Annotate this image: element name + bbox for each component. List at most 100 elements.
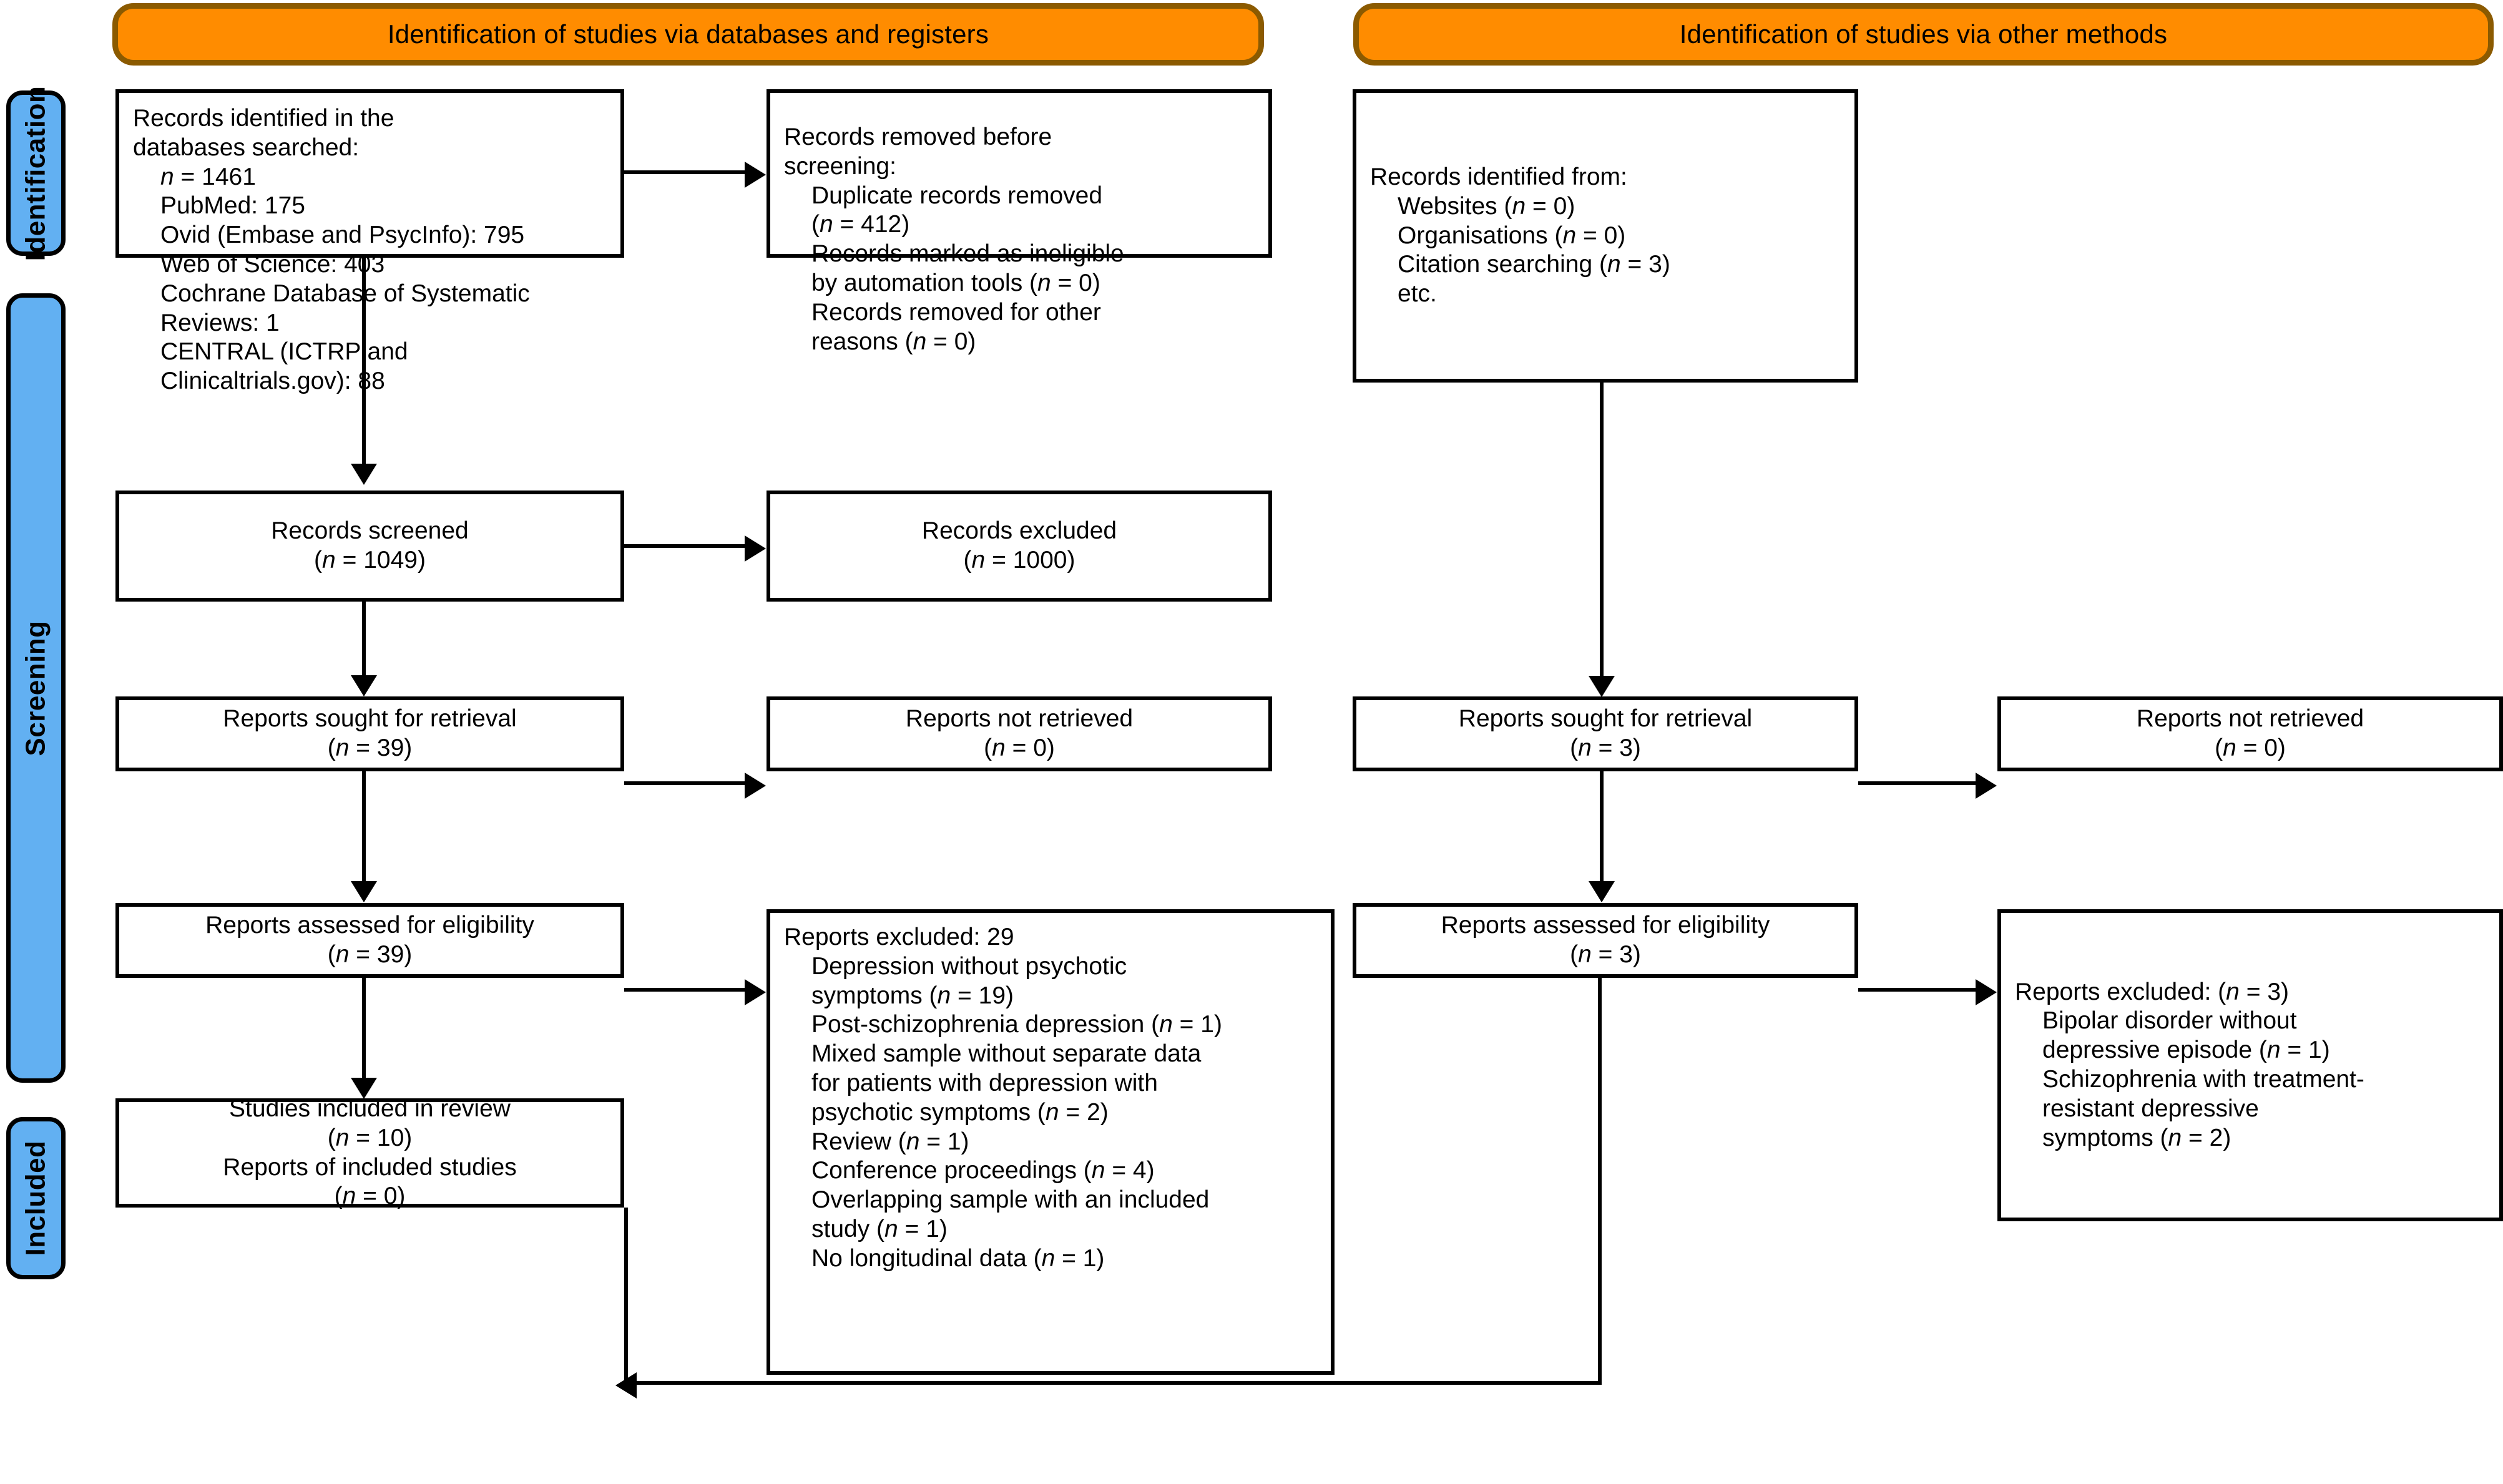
- box-records-identified-databases: Records identified in the databases sear…: [115, 89, 624, 394]
- header-other-label: Identification of studies via other meth…: [1679, 19, 2168, 49]
- arrowhead-other-assessed-to-excluded: [1976, 979, 1997, 1005]
- reports-excluded-reason-8: Overlapping sample with an included: [811, 1186, 1210, 1214]
- reports-not-retrieved-count: (n = 0): [984, 735, 1055, 761]
- connector-identified-to-removed: [624, 170, 745, 174]
- reports-excluded-reason-10: No longitudinal data (n = 1): [811, 1244, 1105, 1272]
- box-reports-assessed-other: Reports assessed for eligibility (n = 3): [1353, 903, 1858, 978]
- box-reports-excluded-other: Reports excluded: (n = 3) Bipolar disord…: [1997, 909, 2503, 1221]
- reports-excluded-reason-3: Mixed sample without separate data: [811, 1040, 1202, 1068]
- reports-excluded-other-reason-0: Bipolar disorder without: [2042, 1007, 2297, 1035]
- reports-included-label: Reports of included studies: [223, 1153, 517, 1181]
- connector-other-assessed-down: [1598, 978, 1602, 1383]
- reports-excluded-reason-6: Review (n = 1): [811, 1128, 969, 1155]
- box-reports-not-retrieved-other: Reports not retrieved (n = 0): [1997, 696, 2503, 771]
- box-reports-assessed-databases: Reports assessed for eligibility (n = 39…: [115, 903, 624, 978]
- reports-sought-other-label: Reports sought for retrieval: [1458, 705, 1753, 733]
- arrowhead-other-sought-to-assessed: [1589, 881, 1615, 902]
- reports-sought-label: Reports sought for retrieval: [223, 705, 517, 733]
- arrowhead-screened-to-excluded: [745, 535, 766, 562]
- records-removed-item-1: (n = 412): [811, 211, 910, 238]
- reports-sought-count: (n = 39): [327, 735, 413, 761]
- box-reports-not-retrieved-databases: Reports not retrieved (n = 0): [767, 696, 1272, 771]
- arrowhead-assessed-to-included: [351, 1078, 377, 1099]
- records-removed-item-3: by automation tools (n = 0): [811, 269, 1100, 296]
- records-identified-other-item-2: Citation searching (n = 3): [1398, 251, 1670, 278]
- connector-other-sought-to-assessed: [1600, 771, 1604, 881]
- reports-excluded-reason-7: Conference proceedings (n = 4): [811, 1157, 1155, 1184]
- reports-assessed-other-label: Reports assessed for eligibility: [1441, 912, 1770, 939]
- reports-excluded-reason-4: for patients with depression with: [811, 1069, 1158, 1096]
- arrowhead-identified-to-screened: [351, 464, 377, 485]
- arrowhead-other-identified-to-sought: [1589, 676, 1615, 697]
- reports-excluded-other-reason-1: depressive episode (n = 1): [2042, 1037, 2330, 1064]
- records-identified-source-3: Cochrane Database of Systematic: [160, 280, 530, 307]
- header-databases-label: Identification of studies via databases …: [387, 19, 989, 49]
- reports-not-retrieved-other-count: (n = 0): [2215, 735, 2286, 761]
- reports-excluded-reason-5: psychotic symptoms (n = 2): [811, 1098, 1109, 1126]
- reports-assessed-other-count: (n = 3): [1570, 941, 1641, 968]
- records-identified-source-6: Clinicaltrials.gov): 88: [160, 368, 385, 395]
- reports-excluded-other-reason-2: Schizophrenia with treatment-: [2042, 1066, 2364, 1093]
- records-identified-title-line2: databases searched:: [133, 134, 360, 161]
- box-studies-included: Studies included in review (n = 10) Repo…: [115, 1095, 624, 1210]
- records-identified-title-line1: Records identified in the: [133, 105, 394, 132]
- arrowhead-identified-to-removed: [745, 162, 766, 188]
- reports-excluded-reason-9: study (n = 1): [811, 1215, 948, 1242]
- stage-label-identification: Identification: [20, 85, 51, 261]
- records-identified-source-5: CENTRAL (ICTRP and: [160, 338, 408, 366]
- box-records-excluded: Records excluded (n = 1000): [767, 491, 1272, 602]
- stage-rail-included: Included: [6, 1117, 66, 1279]
- connector-assessed-to-included: [362, 978, 366, 1078]
- arrowhead-other-sought-to-not-retrieved: [1976, 773, 1997, 799]
- stage-rail-identification: Identification: [6, 85, 66, 261]
- reports-excluded-reason-2: Post-schizophrenia depression (n = 1): [811, 1011, 1222, 1038]
- records-identified-other-item-3: etc.: [1398, 280, 1437, 308]
- records-removed-item-4: Records removed for other: [811, 298, 1101, 326]
- arrowhead-sought-to-assessed: [351, 881, 377, 902]
- box-reports-excluded-databases: Reports excluded: 29 Depression without …: [767, 909, 1335, 1375]
- connector-screened-to-excluded: [624, 544, 745, 548]
- reports-excluded-other-reason-3: resistant depressive: [2042, 1095, 2259, 1122]
- connector-identified-to-screened: [362, 258, 366, 464]
- studies-included-count: (n = 10): [327, 1124, 413, 1151]
- records-identified-other-item-1: Organisations (n = 0): [1398, 222, 1626, 249]
- records-identified-source-2: Web of Science: 403: [160, 250, 385, 278]
- records-excluded-count: (n = 1000): [963, 547, 1075, 574]
- reports-not-retrieved-label: Reports not retrieved: [905, 705, 1134, 733]
- connector-included-stub: [624, 1208, 628, 1383]
- reports-not-retrieved-other-label: Reports not retrieved: [2136, 705, 2364, 733]
- connector-other-identified-to-sought: [1600, 383, 1604, 676]
- stage-rail-screening: Screening: [6, 293, 66, 1083]
- reports-sought-other-count: (n = 3): [1570, 735, 1641, 761]
- records-removed-title-line1: Records removed before: [784, 124, 1052, 150]
- box-reports-sought-other: Reports sought for retrieval (n = 3): [1353, 696, 1858, 771]
- records-removed-item-5: reasons (n = 0): [811, 328, 976, 355]
- reports-assessed-count: (n = 39): [327, 941, 413, 968]
- records-excluded-label: Records excluded: [921, 517, 1117, 545]
- studies-included-label: Studies included in review: [229, 1095, 511, 1122]
- reports-excluded-title: Reports excluded: 29: [784, 924, 1014, 950]
- connector-assessed-to-excluded: [624, 988, 745, 992]
- reports-excluded-reason-1: symptoms (n = 19): [811, 982, 1014, 1009]
- header-other-methods: Identification of studies via other meth…: [1353, 3, 2494, 66]
- records-identified-source-1: Ovid (Embase and PsycInfo): 795: [160, 222, 525, 249]
- records-removed-item-0: Duplicate records removed: [811, 182, 1103, 209]
- arrowhead-assessed-to-excluded: [745, 979, 766, 1005]
- records-identified-source-0: PubMed: 175: [160, 192, 306, 220]
- records-screened-label: Records screened: [271, 517, 469, 545]
- connector-other-assessed-to-included: [637, 1381, 1602, 1385]
- box-records-removed-before-screening: Records removed before screening: Duplic…: [767, 89, 1272, 355]
- box-reports-sought-databases: Reports sought for retrieval (n = 39): [115, 696, 624, 771]
- connector-screened-to-sought: [362, 602, 366, 675]
- reports-included-count: (n = 0): [334, 1183, 406, 1210]
- reports-excluded-reason-0: Depression without psychotic: [811, 952, 1127, 980]
- records-removed-title-line2: screening:: [784, 152, 896, 180]
- connector-other-assessed-to-excluded: [1858, 988, 1976, 992]
- reports-assessed-label: Reports assessed for eligibility: [205, 912, 534, 939]
- box-records-identified-other: Records identified from: Websites (n = 0…: [1353, 89, 1858, 383]
- reports-excluded-other-title: Reports excluded: (n = 3): [2015, 978, 2289, 1005]
- header-databases-registers: Identification of studies via databases …: [112, 3, 1264, 66]
- connector-sought-to-not-retrieved: [624, 781, 745, 785]
- records-identified-other-title: Records identified from:: [1370, 164, 1627, 190]
